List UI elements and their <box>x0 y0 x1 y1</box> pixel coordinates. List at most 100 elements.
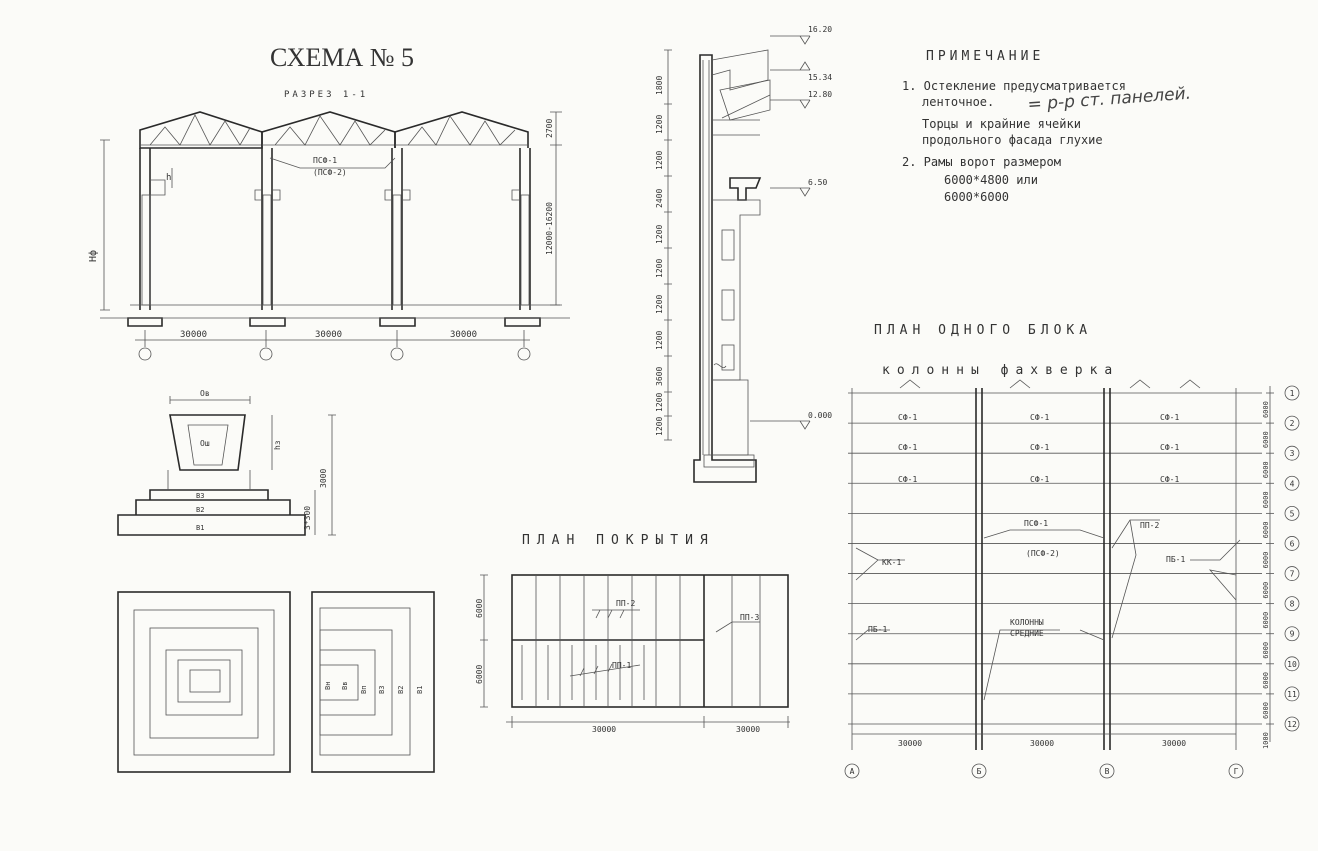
row-dim-label: 6000 <box>1262 491 1270 508</box>
wall-dim-11: 1200 <box>655 417 664 436</box>
wall-dim-3: 1200 <box>655 151 664 170</box>
level-4: 6.50 <box>808 178 827 187</box>
roof-plan-title: ПЛАН ПОКРЫТИЯ <box>522 533 715 548</box>
wall-dim-6: 1200 <box>655 259 664 278</box>
row-axis-label: 2 <box>1290 419 1295 428</box>
row-axis-circle <box>1284 536 1300 551</box>
block-dim-h3: 30000 <box>1162 739 1186 748</box>
notes-block: ПРИМЕЧАНИЕ 1. Остекление предусматривает… <box>902 49 1192 204</box>
level-3: 12.80 <box>808 90 832 99</box>
row-dim-label: 6000 <box>1262 552 1270 569</box>
label-columns-2: СРЕДНИЕ <box>1010 629 1044 638</box>
row-dim-label: 6000 <box>1262 461 1270 478</box>
roof-dim-h1: 30000 <box>592 725 616 734</box>
roof-plan: ПЛАН ПОКРЫТИЯ ПП-2 ПП-1 ПП-3 6000 <box>475 533 790 734</box>
row-axis-label: 4 <box>1290 479 1295 488</box>
roof-label-pp1: ПП-1 <box>612 661 631 670</box>
sf-1-2: СФ-1 <box>1030 413 1049 422</box>
block-plan: ПЛАН ОДНОГО БЛОКА колонны фахверка СФ-1 … <box>844 323 1300 779</box>
note-2-line-2: 6000*4800 или <box>944 173 1038 187</box>
h-label: h <box>166 173 171 183</box>
row-axis-label: 5 <box>1290 509 1295 518</box>
foundation-plan-left <box>117 591 291 773</box>
row-dim-label: 1000 <box>1262 732 1270 749</box>
fplan-label-6: В1 <box>416 686 424 694</box>
wall-dim-5: 1200 <box>655 225 664 244</box>
note-1-line-4: продольного фасада глухие <box>922 133 1103 147</box>
sf-2-2: СФ-1 <box>1030 443 1049 452</box>
row-axis-label: 12 <box>1287 720 1297 729</box>
row-dim-label: 6000 <box>1262 612 1270 629</box>
row-dim-label: 6000 <box>1262 582 1270 599</box>
foundation-step-2: В2 <box>196 506 204 514</box>
row-axis-label: 1 <box>1290 389 1295 398</box>
row-dim-label: 6000 <box>1262 401 1270 418</box>
row-axis-circle <box>1284 385 1300 401</box>
note-2-line-1: 2. Рамы ворот размером <box>902 155 1061 169</box>
row-dim-label: 6000 <box>1262 702 1270 719</box>
row-dim-label: 6000 <box>1262 522 1270 539</box>
row-dim-label: 6000 <box>1262 431 1270 448</box>
col-axis-g: Г <box>1234 767 1239 776</box>
sf-1-1: СФ-1 <box>898 413 917 422</box>
section-1-1: 30000 30000 30000 Нф h 2700 12000-16200 … <box>87 111 570 361</box>
row-dim-label: 6000 <box>1262 672 1270 689</box>
label-pb1-left: ПБ-1 <box>868 625 887 634</box>
roof-dim-h2: 30000 <box>736 725 760 734</box>
label-psf2: (ПСФ-2) <box>1026 549 1060 558</box>
row-axis-label: 10 <box>1287 660 1297 669</box>
row-axis-label: 9 <box>1290 630 1295 639</box>
fplan-label-1: Вн <box>324 682 332 690</box>
row-axis-circle <box>1284 656 1300 672</box>
row-axis-circle <box>1284 475 1300 491</box>
roof-label-pp2: ПП-2 <box>616 599 635 608</box>
row-axis-circle <box>1284 415 1300 431</box>
label-columns-1: КОЛОННЫ <box>1010 618 1044 627</box>
foundation-step-3: В3 <box>196 492 204 500</box>
label-pp2: ПП-2 <box>1140 521 1159 530</box>
height-label: Нф <box>87 250 99 262</box>
row-axis-circle <box>1284 445 1300 461</box>
row-axis-label: 8 <box>1290 600 1295 609</box>
label-pb1-right: ПБ-1 <box>1166 555 1185 564</box>
level-5: 0.000 <box>808 411 832 420</box>
foundation-section: Ов Ош hз 3000 3*300 В3 В2 В1 <box>117 389 336 536</box>
row-axis-circle <box>1284 596 1300 612</box>
wall-dim-8: 1200 <box>655 331 664 350</box>
row-axis-circle <box>1284 626 1300 642</box>
label-psf1: ПСФ-1 <box>1024 519 1048 528</box>
label-kk1: КК-1 <box>882 558 901 567</box>
sf-3-2: СФ-1 <box>1030 475 1049 484</box>
level-2: 15.34 <box>808 73 832 82</box>
row-axis-circle <box>1284 505 1300 521</box>
foundation-plan-right: Вн Вв Вп В3 В2 В1 <box>311 591 435 773</box>
note-1-line-2: ленточное. <box>922 95 994 109</box>
notes-heading: ПРИМЕЧАНИЕ <box>926 49 1044 64</box>
foundation-step-height: 3*300 <box>303 506 312 530</box>
roof-dim-v2: 6000 <box>475 665 484 684</box>
col-axis-a: А <box>850 767 855 776</box>
row-axis-label: 6 <box>1290 539 1295 548</box>
wall-dim-10: 1200 <box>655 393 664 412</box>
row-dim-label: 6000 <box>1262 642 1270 659</box>
truss-height: 2700 <box>545 119 554 138</box>
note-1-line-1: 1. Остекление предусматривается <box>902 79 1126 93</box>
foundation-col-width: Ош <box>200 439 210 448</box>
roof-dim-v1: 6000 <box>475 599 484 618</box>
beam-label-2: (ПСФ-2) <box>313 168 347 177</box>
level-1: 16.20 <box>808 25 832 34</box>
wall-section: 1800 1200 1200 2400 1200 1200 1200 1200 … <box>655 25 832 483</box>
fplan-label-5: В2 <box>397 686 405 694</box>
wall-dim-2: 1200 <box>655 115 664 134</box>
fplan-label-3: Вп <box>360 686 368 694</box>
wall-dim-7: 1200 <box>655 295 664 314</box>
foundation-total-height: 3000 <box>319 469 328 488</box>
wall-dim-1: 1800 <box>655 76 664 95</box>
column-height: 12000-16200 <box>545 202 554 255</box>
sheet-title: СХЕМА № 5 <box>270 43 414 72</box>
wall-dim-4: 2400 <box>655 189 664 208</box>
fplan-label-2: Вв <box>341 682 349 690</box>
span-dim-1: 30000 <box>180 330 207 340</box>
foundation-top-width: Ов <box>200 389 210 398</box>
